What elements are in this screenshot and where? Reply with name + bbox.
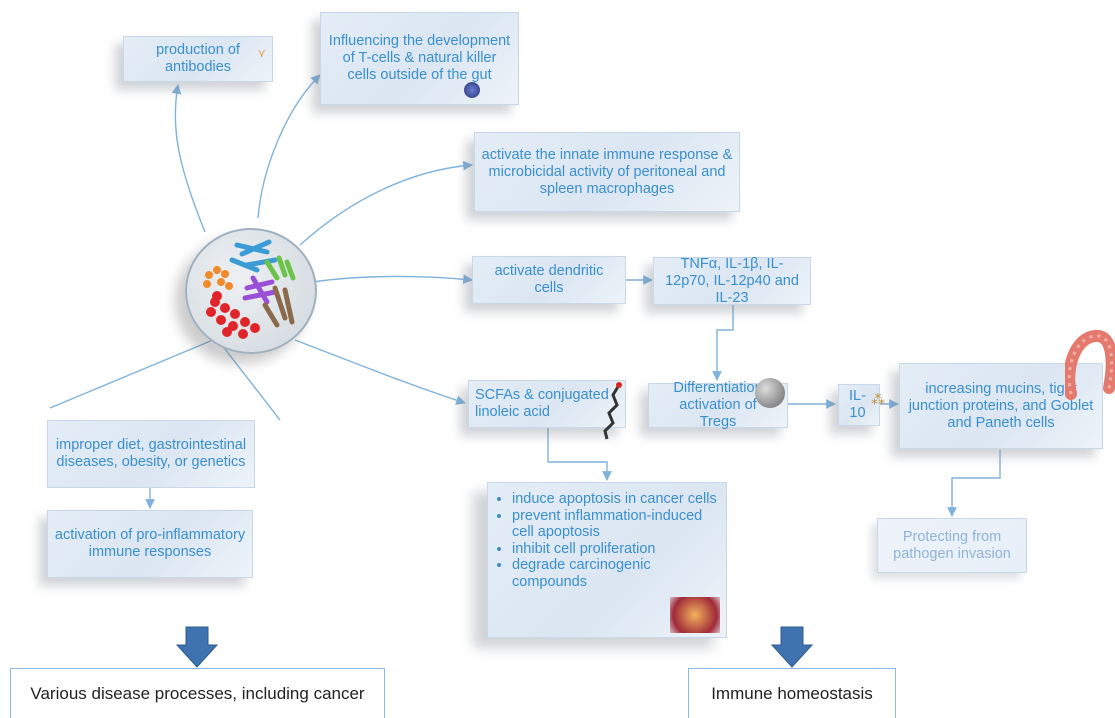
dendritic-box: activate dendritic cells — [472, 256, 626, 304]
innate-immune-text: activate the innate immune response & mi… — [481, 146, 733, 197]
diet-text: improper diet, gastrointestinal diseases… — [55, 437, 247, 470]
protecting-box: Protecting from pathogen invasion — [877, 518, 1027, 573]
cancer-cell-icon — [670, 597, 720, 633]
microbiota-circle — [185, 228, 317, 354]
proinflammatory-box: activation of pro-inflammatory immune re… — [47, 510, 253, 578]
innate-immune-box: activate the innate immune response & mi… — [474, 132, 740, 212]
molecule-icon — [603, 382, 622, 440]
effect-item: induce apoptosis in cancer cells — [512, 491, 718, 508]
il10-box: IL-10 ⁂ — [838, 384, 885, 426]
bacteria-icon — [203, 239, 296, 339]
scfa-box: SCFAs & conjugated linoleic acid — [468, 380, 626, 440]
nk-cell-icon — [464, 82, 480, 98]
mucins-text: increasing mucins, tight junction protei… — [908, 380, 1094, 431]
tcells-text: Influencing the development of T-cells &… — [328, 33, 511, 83]
dendritic-text: activate dendritic cells — [494, 263, 604, 296]
cytokines-text: TNFα, IL-1β, IL-12p70, IL-12p40 and IL-2… — [665, 255, 799, 306]
effect-item: prevent inflammation-induced cell apopto… — [512, 508, 718, 541]
intestine-icon — [1065, 330, 1115, 400]
diet-box: improper diet, gastrointestinal diseases… — [47, 420, 255, 488]
homeostasis-text: Immune homeostasis — [711, 684, 873, 703]
down-arrow-icon — [770, 626, 814, 668]
effects-list: induce apoptosis in cancer cells prevent… — [496, 491, 718, 590]
antibody-icon: ⋎ — [257, 46, 266, 60]
antibodies-box: production of antibodies ⋎ — [123, 36, 273, 82]
proinflammatory-text: activation of pro-inflammatory immune re… — [54, 527, 246, 560]
il10-molecule-icon: ⁂ — [871, 391, 885, 407]
scfa-text: SCFAs & conjugated linoleic acid — [475, 387, 609, 420]
tregs-box: Differentiation activation of Tregs — [648, 378, 788, 430]
tcells-box: Influencing the development of T-cells &… — [320, 12, 519, 105]
protecting-text: Protecting from pathogen invasion — [893, 528, 1011, 562]
cytokines-box: TNFα, IL-1β, IL-12p70, IL-12p40 and IL-2… — [653, 255, 811, 306]
homeostasis-box: Immune homeostasis — [688, 668, 896, 718]
down-arrow-icon — [175, 626, 219, 668]
effect-item: inhibit cell proliferation — [512, 541, 718, 558]
il10-text: IL-10 — [849, 388, 866, 421]
antibodies-text: production of antibodies — [156, 42, 240, 75]
treg-cell-icon — [755, 378, 785, 408]
disease-box: Various disease processes, including can… — [10, 668, 385, 718]
disease-text: Various disease processes, including can… — [30, 684, 365, 703]
effect-item: degrade carcinogenic compounds — [512, 557, 718, 590]
effects-box: induce apoptosis in cancer cells prevent… — [487, 482, 727, 638]
tregs-text: Differentiation activation of Tregs — [673, 380, 763, 430]
